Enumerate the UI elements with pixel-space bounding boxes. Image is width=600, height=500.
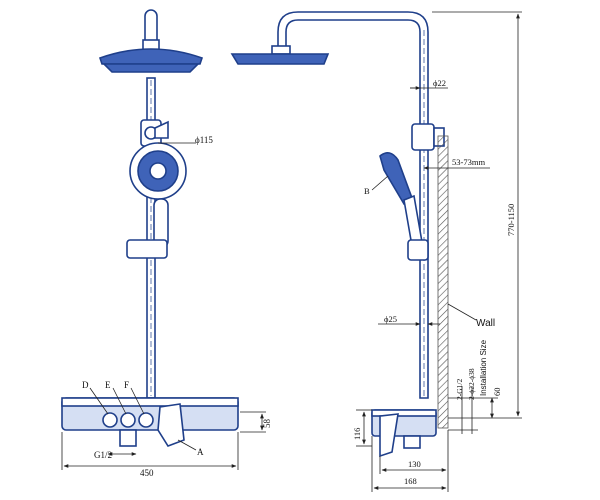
label-wall: Wall: [476, 318, 495, 329]
wall-hatch: [437, 135, 449, 429]
dim-pipe-top-text: ϕ22: [433, 78, 446, 88]
dim-handshower-text: ϕ115: [195, 135, 213, 145]
side-gooseneck-pipe: [277, 11, 429, 399]
dim-tray-116-text: 116: [352, 428, 362, 440]
side-tray-top: [371, 409, 437, 417]
front-knob-f[interactable]: [138, 412, 154, 428]
leader-f: [130, 387, 145, 415]
side-rain-head-mount: [271, 45, 291, 55]
leader-d: [89, 387, 109, 415]
leader-wall: [447, 303, 477, 321]
front-bottom-outlet: [119, 429, 137, 447]
front-slide-bracket: [126, 239, 168, 259]
label-g-half: G1/2: [94, 450, 112, 460]
side-view-labels: ϕ22 53-73mm 770-1150 B Wall ϕ25 Installa…: [352, 78, 516, 486]
front-knob-d[interactable]: [102, 412, 118, 428]
front-tray-top: [61, 397, 239, 407]
label-g22: 2-ϕ22-ϕ38: [467, 368, 476, 400]
leader-b: [371, 175, 389, 191]
label-a: A: [197, 447, 204, 457]
front-view-labels: D E F G1/2 A ϕ115 58 450: [82, 135, 272, 478]
dim-130-text: 130: [408, 459, 421, 469]
dim-168-text: 168: [404, 476, 417, 486]
dim-connector-height-text: 60: [492, 388, 502, 397]
dim-wall-offset-text: 53-73mm: [452, 157, 485, 167]
front-knob-e[interactable]: [120, 412, 136, 428]
dim-tray-height-text: 58: [262, 419, 272, 429]
side-mixer-lever[interactable]: [379, 413, 399, 458]
label-g12: 2-G1/2: [455, 379, 464, 400]
dim-pipe-lower-text: ϕ25: [384, 314, 397, 324]
dim-total-height-text: 770-1150: [506, 204, 516, 236]
side-view: [230, 11, 445, 458]
side-slide-bracket: [407, 239, 429, 261]
side-rain-head: [230, 53, 330, 65]
front-holder-arm: [154, 120, 169, 139]
side-view-dimensions: [356, 11, 522, 492]
front-rain-head-nozzles: [102, 63, 200, 73]
label-install-size: Installation Size: [479, 339, 488, 396]
front-view-dimensions: [61, 142, 266, 470]
front-mixer-lever[interactable]: [157, 403, 185, 447]
leader-a: [177, 439, 197, 451]
front-view: [61, 9, 239, 447]
dim-width-text: 450: [140, 468, 154, 478]
front-handshower-center: [149, 162, 167, 180]
side-wall: [437, 135, 449, 429]
label-d: D: [82, 380, 89, 390]
label-e: E: [105, 380, 111, 390]
front-rain-head: [98, 48, 204, 65]
leader-e: [112, 387, 127, 415]
label-b: B: [364, 186, 370, 196]
label-f: F: [124, 380, 129, 390]
side-bottom-outlet: [403, 435, 421, 449]
side-upper-clamp: [411, 123, 435, 151]
